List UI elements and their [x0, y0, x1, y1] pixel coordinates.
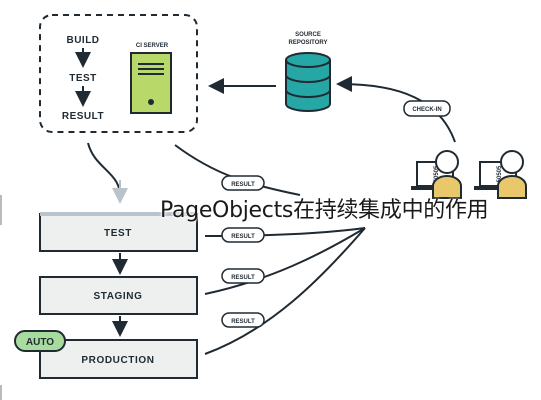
developer-1-label: 50505	[434, 165, 440, 182]
result-pill-1: RESULT	[221, 175, 265, 191]
svg-text:RESULT: RESULT	[231, 234, 255, 240]
source-repo-label-1: SOURCE	[295, 32, 321, 38]
stage-production-label: PRODUCTION	[81, 355, 154, 366]
step-test: TEST	[69, 73, 97, 84]
result-line-staging	[204, 227, 366, 295]
auto-badge: AUTO	[14, 330, 66, 352]
check-in-arrow	[336, 76, 456, 143]
stage-test: TEST	[39, 212, 198, 252]
step-result: RESULT	[62, 111, 104, 122]
developer-1: 50505	[411, 150, 462, 199]
result-pill-2: RESULT	[221, 227, 265, 243]
stage-test-label: TEST	[104, 228, 132, 239]
database-icon	[285, 52, 331, 112]
ci-box	[39, 14, 198, 133]
svg-text:RESULT: RESULT	[231, 182, 255, 188]
step-build: BUILD	[66, 35, 99, 46]
watermark-title: PageObjects在持续集成中的作用	[160, 198, 489, 223]
source-repo-label-2: REPOSITORY	[288, 40, 327, 46]
ci-to-test-curve	[87, 142, 122, 200]
developer-2: 50505	[474, 150, 527, 199]
stage-staging: STAGING	[39, 276, 198, 315]
result-pill-3: RESULT	[221, 268, 265, 284]
result-line-production	[204, 227, 366, 355]
developer-2-label: 50505	[497, 165, 503, 182]
svg-text:RESULT: RESULT	[231, 319, 255, 325]
stage-staging-label: STAGING	[93, 291, 142, 302]
check-in-pill: CHECK-IN	[403, 100, 451, 117]
result-pill-4: RESULT	[221, 312, 265, 328]
svg-text:RESULT: RESULT	[231, 275, 255, 281]
ci-server-icon	[130, 52, 172, 114]
auto-badge-label: AUTO	[26, 337, 54, 348]
check-in-label: CHECK-IN	[412, 107, 441, 113]
ci-server-label: CI SERVER	[136, 43, 169, 49]
stage-production: PRODUCTION	[39, 339, 198, 379]
